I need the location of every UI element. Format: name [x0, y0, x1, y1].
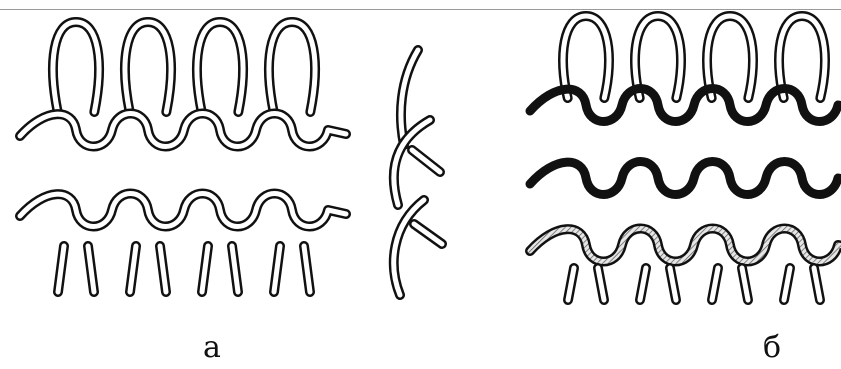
side-profile-panel: [394, 50, 442, 295]
right-course-2-outline: [530, 162, 841, 195]
right-fabric-panel: [530, 16, 841, 300]
caption-left: а: [203, 333, 221, 363]
left-fabric-panel: [20, 22, 346, 292]
side-strand-4-fill: [412, 150, 440, 172]
right-course-3-fill: [530, 229, 841, 262]
caption-right: б: [763, 333, 781, 363]
side-strand-5-fill: [414, 224, 442, 244]
right-course-1-outline: [530, 89, 841, 122]
